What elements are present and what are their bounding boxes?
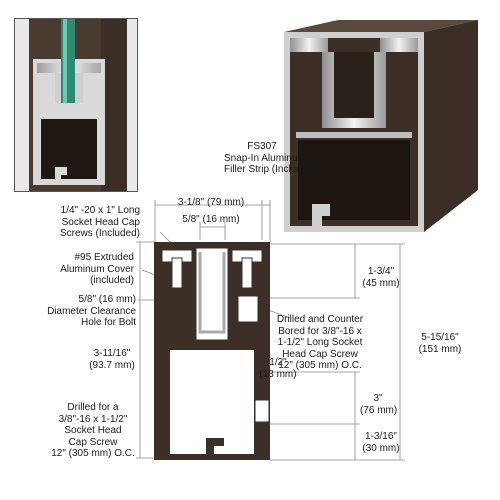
drilled-label: Drilled for a 3/8"-16 x 1-1/2" Socket He… <box>44 402 142 460</box>
three-inch-label: 3" (76 mm) <box>360 393 398 416</box>
half-inch-line1: 1/2" <box>269 357 287 368</box>
screws-line1: 1/4" -20 x 1" Long <box>60 205 140 216</box>
fs307-description-line1: Snap-In Aluminum <box>224 152 306 164</box>
cover-line2: Aluminum Cover <box>60 263 134 275</box>
counterbore-line3: 1-1/2" Long Socket <box>277 337 363 348</box>
profile-3d-render <box>278 20 488 245</box>
cover-line1: #95 Extruded <box>74 252 135 263</box>
screws-line2: Socket Head Cap <box>61 216 140 228</box>
bottom-height-label: 1-3/16" (30 mm) <box>360 431 402 454</box>
left-height-label: 3-11/16" (93.7 mm) <box>84 348 140 371</box>
drilled-line4: Cap Screw <box>68 436 118 448</box>
overall-height-line1: 5-15/16" <box>421 332 459 343</box>
overall-height-label: 5-15/16" (151 mm) <box>412 332 468 355</box>
top-depth-label: 1-3/4" (45 mm) <box>360 266 402 289</box>
overall-width-label: 3-1/8" (79 mm) <box>177 197 245 208</box>
screws-label: 1/4" -20 x 1" Long Socket Head Cap Screw… <box>36 205 140 240</box>
drilled-line1: Drilled for a <box>67 402 119 413</box>
profile-cross-section <box>154 242 270 460</box>
overall-height-line2: (151 mm) <box>418 343 462 355</box>
left-height-line2: (93.7 mm) <box>89 359 135 371</box>
drilled-line3: Socket Head <box>64 425 122 436</box>
clearance-hole-label: 5/8" (16 mm) Diameter Clearance Hole for… <box>28 294 136 329</box>
inset-photo-drawing <box>15 19 137 191</box>
counterbore-line4: Head Cap Screw <box>282 348 358 360</box>
clearance-line2: Diameter Clearance <box>47 305 136 317</box>
three-inch-line1: 3" <box>373 393 383 404</box>
fs307-label: FS307 Snap-In Aluminum Filler Strip (Inc… <box>224 141 317 176</box>
top-depth-line2: (45 mm) <box>362 277 400 289</box>
bottom-height-line2: (30 mm) <box>362 442 400 454</box>
bottom-height-line1: 1-3/16" <box>365 431 397 442</box>
cover-label: #95 Extruded Aluminum Cover (included) <box>46 252 134 287</box>
left-height-line1: 3-11/16" <box>93 348 131 359</box>
inset-photo-glass-installed <box>14 18 138 192</box>
three-inch-line2: (76 mm) <box>360 404 398 416</box>
channel-width-label: 5/8" (16 mm) <box>182 214 240 225</box>
drilled-line5: 12" (305 mm) O.C. <box>51 448 135 459</box>
fs307-description-line2: Filler Strip (Included) <box>224 164 317 175</box>
counterbore-line2: Bored for 3/8"-16 x <box>278 325 362 337</box>
drilled-line2: 3/8"-16 x 1-1/2" <box>58 413 128 425</box>
cover-line3: (included) <box>90 275 134 286</box>
counterbore-label: Drilled and Counter Bored for 3/8"-16 x … <box>272 314 368 372</box>
counterbore-line1: Drilled and Counter <box>276 314 364 325</box>
screws-line3: Screws (Included) <box>59 228 140 239</box>
profile-3d-drawing <box>284 20 478 232</box>
clearance-line1: 5/8" (16 mm) <box>78 294 136 305</box>
counterbore-line5: 12" (305 mm) O.C. <box>278 360 362 371</box>
half-inch-line2: (13 mm) <box>259 368 297 380</box>
half-inch-label: 1/2" (13 mm) <box>256 357 300 380</box>
fs307-part-number: FS307 <box>247 141 277 152</box>
clearance-line3: Hole for Bolt <box>80 317 136 328</box>
top-depth-line1: 1-3/4" <box>367 266 395 277</box>
